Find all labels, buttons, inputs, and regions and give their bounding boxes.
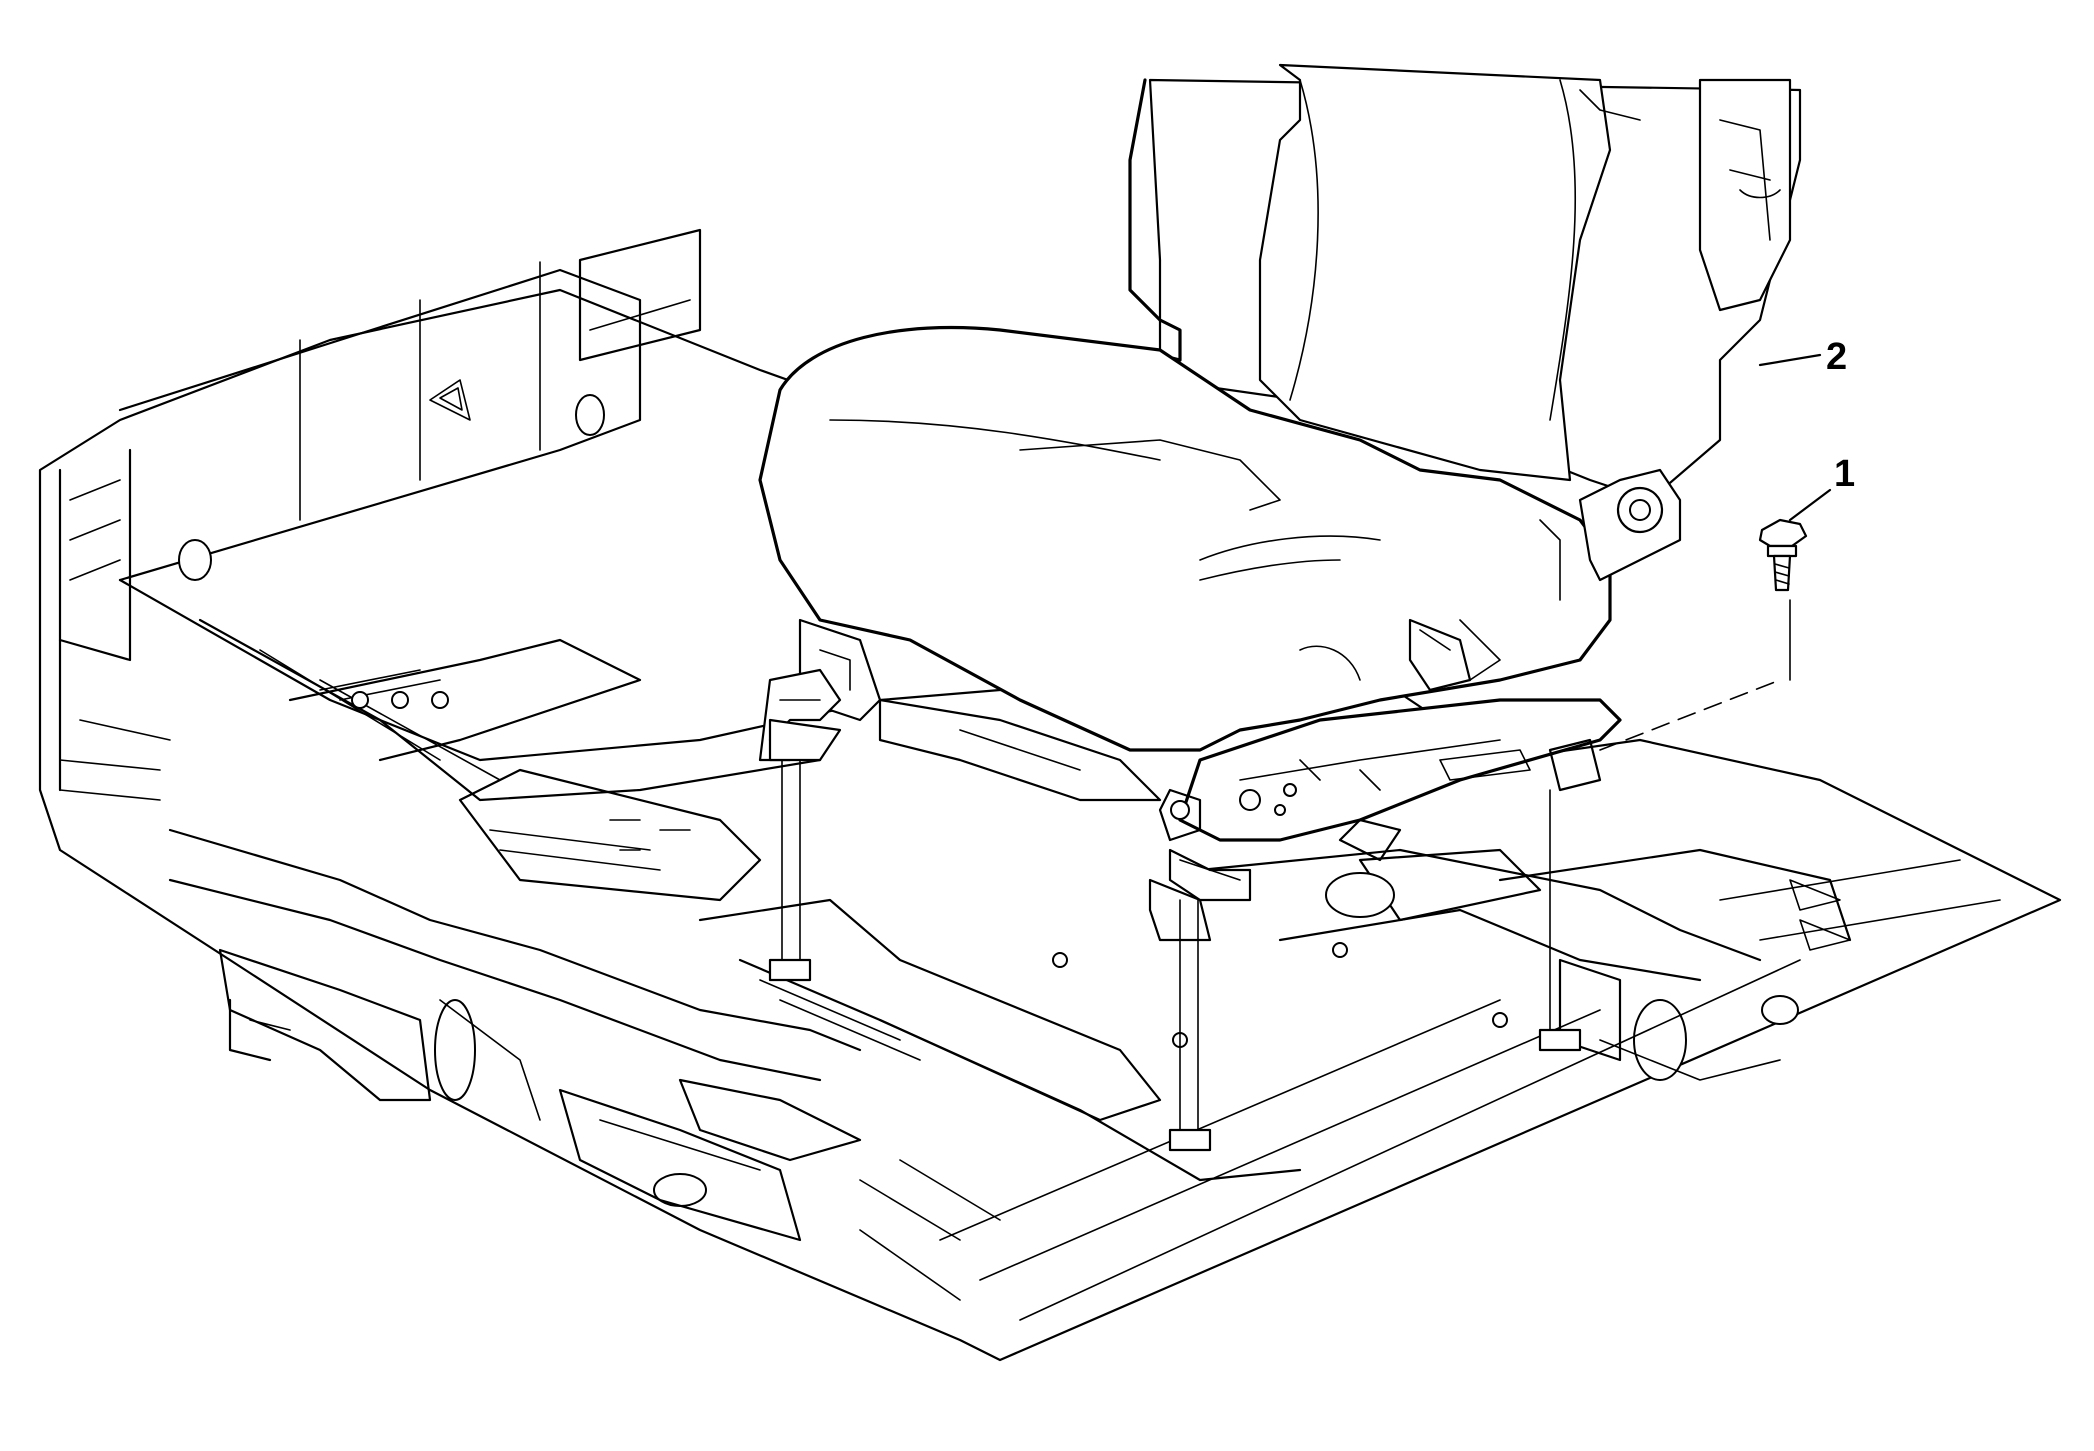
leader-lines — [1758, 353, 1832, 522]
seat-mounting-bolt — [1758, 518, 1808, 592]
seat-assembly — [758, 63, 1802, 942]
alignment-lines — [768, 599, 1791, 1152]
callout-2-label: 2 — [1826, 336, 1848, 378]
vehicle-floor-pan — [38, 228, 2062, 1362]
callout-1-label: 1 — [1834, 453, 1856, 495]
